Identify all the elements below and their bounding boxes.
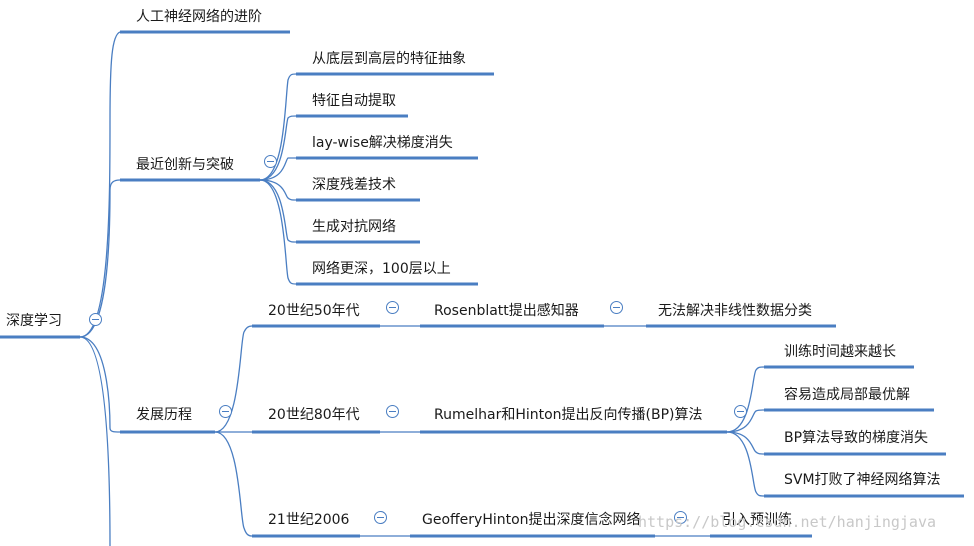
- innovation-item: 从底层到高层的特征抽象: [312, 51, 466, 67]
- watermark: https://blog.csdn.net/hanjingjava: [638, 513, 937, 531]
- event-dbn: GeofferyHinton提出深度信念网络: [422, 512, 641, 528]
- collapse-perceptron-icon[interactable]: [610, 301, 623, 314]
- collapse-era-2006-icon[interactable]: [374, 511, 387, 524]
- innovation-item: 生成对抗网络: [312, 219, 396, 235]
- collapse-root-icon[interactable]: [89, 313, 102, 326]
- root-node-label: 深度学习: [6, 313, 62, 329]
- event-backprop: Rumelhar和Hinton提出反向传播(BP)算法: [434, 407, 703, 423]
- collapse-era-1950s-icon[interactable]: [386, 301, 399, 314]
- detail-pretraining: 引入预训练: [722, 512, 792, 528]
- detail-nonlinear: 无法解决非线性数据分类: [658, 303, 812, 319]
- era-1950s: 20世纪50年代: [268, 303, 360, 319]
- branch-recent-innovation: 最近创新与突破: [136, 157, 234, 173]
- collapse-recent-innovation-icon[interactable]: [264, 155, 277, 168]
- era-2006: 21世纪2006: [268, 512, 350, 528]
- bp-issue-item: BP算法导致的梯度消失: [784, 430, 929, 446]
- innovation-item: 深度残差技术: [312, 177, 396, 193]
- collapse-history-icon[interactable]: [219, 405, 232, 418]
- innovation-item: 特征自动提取: [312, 93, 396, 109]
- bp-issue-item: 训练时间越来越长: [784, 344, 896, 360]
- bp-issue-item: 容易造成局部最优解: [784, 387, 910, 403]
- collapse-era-1980s-icon[interactable]: [386, 405, 399, 418]
- innovation-item: lay-wise解决梯度消失: [312, 135, 453, 151]
- innovation-item: 网络更深，100层以上: [312, 261, 451, 277]
- branch-history: 发展历程: [136, 407, 192, 423]
- collapse-dbn-icon[interactable]: [674, 511, 687, 524]
- collapse-backprop-icon[interactable]: [734, 405, 747, 418]
- branch-ann-advance: 人工神经网络的进阶: [136, 9, 262, 25]
- event-perceptron: Rosenblatt提出感知器: [434, 303, 579, 319]
- era-1980s: 20世纪80年代: [268, 407, 360, 423]
- bp-issue-item: SVM打败了神经网络算法: [784, 472, 941, 488]
